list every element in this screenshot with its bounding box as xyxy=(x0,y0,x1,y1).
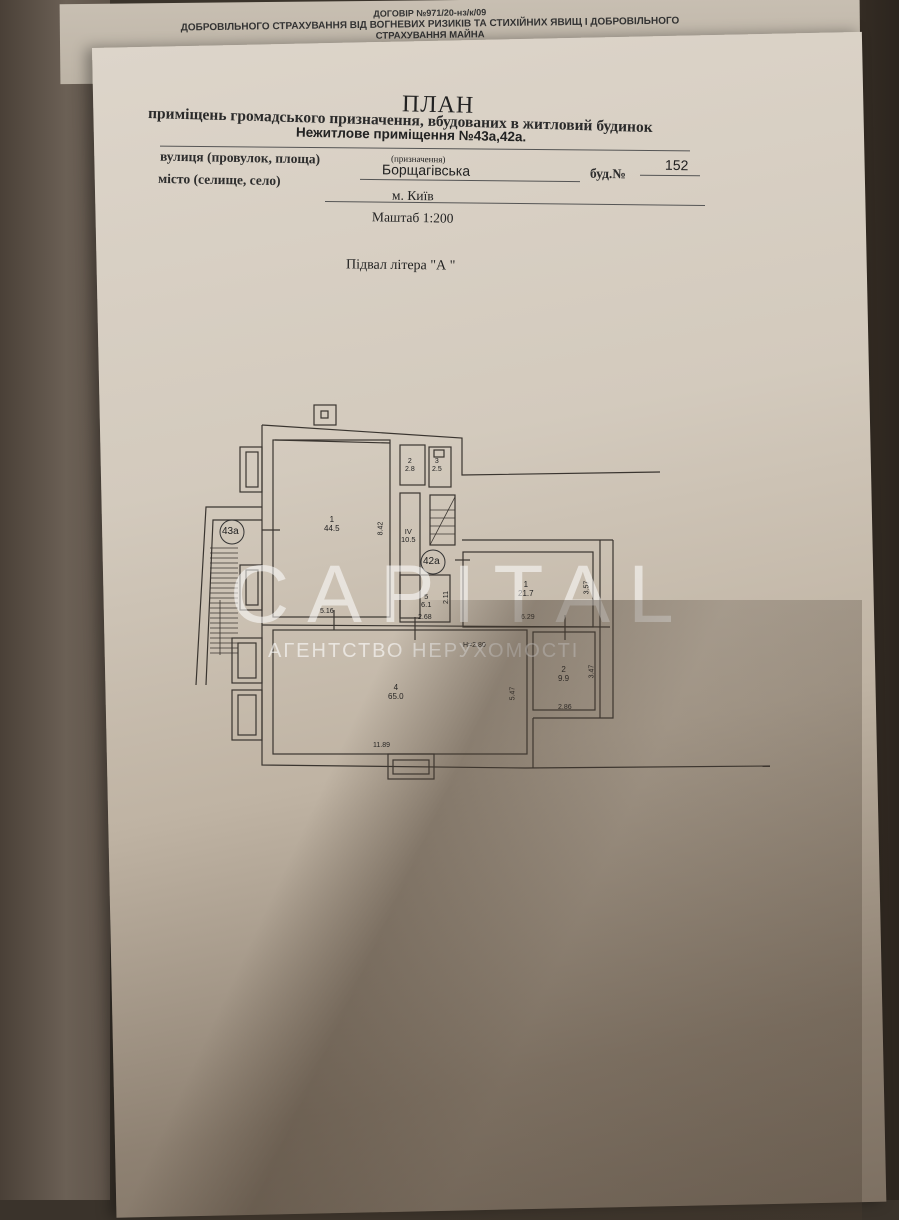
room-43a-4: 4 65.0 xyxy=(388,683,404,701)
room-43a-5: 5 6.1 xyxy=(421,593,431,609)
room-number: 5 xyxy=(424,592,429,601)
room-43a-3: 3 2.5 xyxy=(432,458,442,474)
room-number: 4 xyxy=(393,683,399,692)
room-number: 3 xyxy=(434,458,439,465)
dim-room5-width: 2.68 xyxy=(418,614,432,621)
room-area: 9.9 xyxy=(558,674,570,683)
room-area: 44.5 xyxy=(324,524,340,533)
room-area: 2.8 xyxy=(405,466,415,473)
room-number: 2 xyxy=(407,458,412,465)
room-number: IV xyxy=(404,527,412,536)
room-area: 2.5 xyxy=(432,466,442,473)
unit-42a-marker xyxy=(420,549,446,575)
dim-room1-height: 8.42 xyxy=(377,521,385,536)
dim-room4-height: 5.47 xyxy=(509,686,517,701)
dim-42a-room2-width: 2.86 xyxy=(558,704,572,711)
unit-label-42a: 42а xyxy=(423,556,440,567)
unit-43a-marker xyxy=(219,519,245,545)
dim-room4-width: 11.89 xyxy=(373,742,390,749)
room-area: 6.1 xyxy=(421,600,432,609)
room-43a-2: 2 2.8 xyxy=(405,458,415,474)
dim-room1-width: 5.16 xyxy=(320,608,334,615)
room-area: 21.7 xyxy=(518,589,534,598)
dim-42a-room2-height: 3.47 xyxy=(588,664,596,679)
dim-room5-height: 2.11 xyxy=(443,590,451,605)
room-42a-2: 2 9.9 xyxy=(558,665,569,683)
room-area: 65.0 xyxy=(388,692,404,701)
room-number: 1 xyxy=(523,580,529,589)
room-number: 1 xyxy=(329,515,335,524)
room-43a-IV: IV 10.5 xyxy=(401,528,416,544)
unit-label-43a: 43а xyxy=(222,526,239,537)
dim-42a-room1-width: 6.29 xyxy=(521,614,535,621)
room-number: 2 xyxy=(561,665,566,674)
dim-42a-room1-height: 3.57 xyxy=(583,580,591,595)
ceiling-height: H=2.80 xyxy=(463,642,486,649)
room-42a-1: 1 21.7 xyxy=(518,580,534,598)
room-area: 10.5 xyxy=(401,535,416,544)
background-desk xyxy=(0,0,110,1200)
room-43a-1: 1 44.5 xyxy=(324,515,340,533)
